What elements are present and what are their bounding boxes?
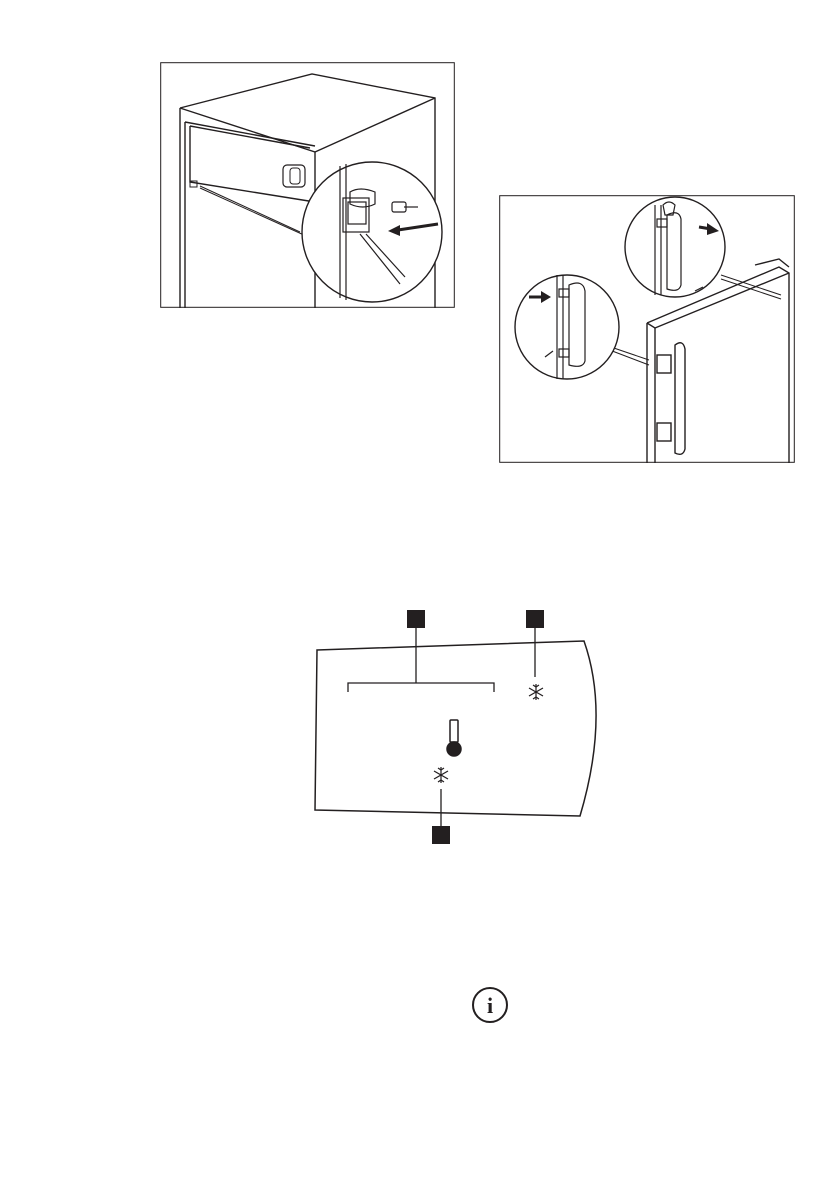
- info-icon: i: [471, 986, 509, 1024]
- callout-marker: [526, 610, 544, 628]
- snowflake-icon: [527, 683, 545, 701]
- callout-marker: [432, 826, 450, 844]
- cabinet-latch-figure: [160, 62, 455, 308]
- snowflake-icon: [432, 766, 450, 784]
- info-glyph: i: [487, 993, 493, 1018]
- door-hinge-figure: [499, 195, 795, 463]
- thermometer-icon: [446, 719, 462, 757]
- control-panel-figure: [300, 605, 610, 845]
- callout-marker: [407, 610, 425, 628]
